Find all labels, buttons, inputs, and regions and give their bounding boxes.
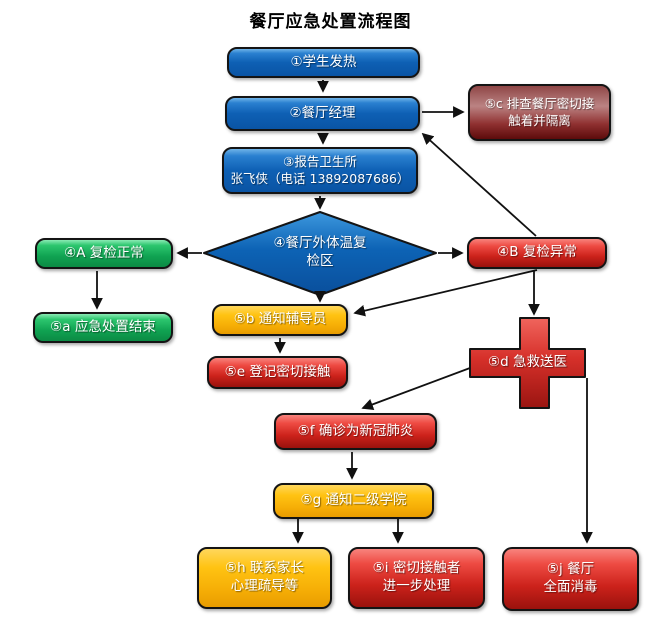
arrow-abnormal-to-manager	[421, 132, 537, 237]
node-notify-college: ⑤g 通知二级学院	[273, 483, 434, 519]
arrow-cross-to-confirmed	[361, 367, 471, 410]
node-restaurant-manager: ②餐厅经理	[225, 96, 420, 131]
node-register-close-contacts: ⑤e 登记密切接触	[207, 356, 348, 389]
node-student-fever: ①学生发热	[227, 47, 420, 78]
node-disinfect-restaurant: ⑤j 餐厅 全面消毒	[502, 547, 639, 611]
medical-cross-shape	[469, 317, 586, 409]
decision-diamond-temperature-recheck	[203, 211, 437, 296]
node-emergency-end: ⑤a 应急处置结束	[33, 312, 173, 343]
node-recheck-normal: ④A 复检正常	[35, 238, 173, 269]
node-recheck-abnormal: ④B 复检异常	[467, 237, 607, 269]
node-report-clinic: ③报告卫生所 张飞侠（电话 13892087686）	[222, 147, 418, 194]
arrow-abnormal-to-counselor	[353, 269, 538, 317]
node-contact-parents: ⑤h 联系家长 心理疏导等	[197, 547, 332, 609]
node-confirmed-covid: ⑤f 确诊为新冠肺炎	[274, 413, 437, 450]
page-title: 餐厅应急处置流程图	[249, 12, 412, 32]
node-notify-counselor: ⑤b 通知辅导员	[212, 304, 348, 336]
node-contacts-followup: ⑤i 密切接触者 进一步处理	[348, 547, 485, 609]
node-screen-close-contacts: ⑤c 排查餐厅密切接 触着并隔离	[468, 84, 611, 141]
